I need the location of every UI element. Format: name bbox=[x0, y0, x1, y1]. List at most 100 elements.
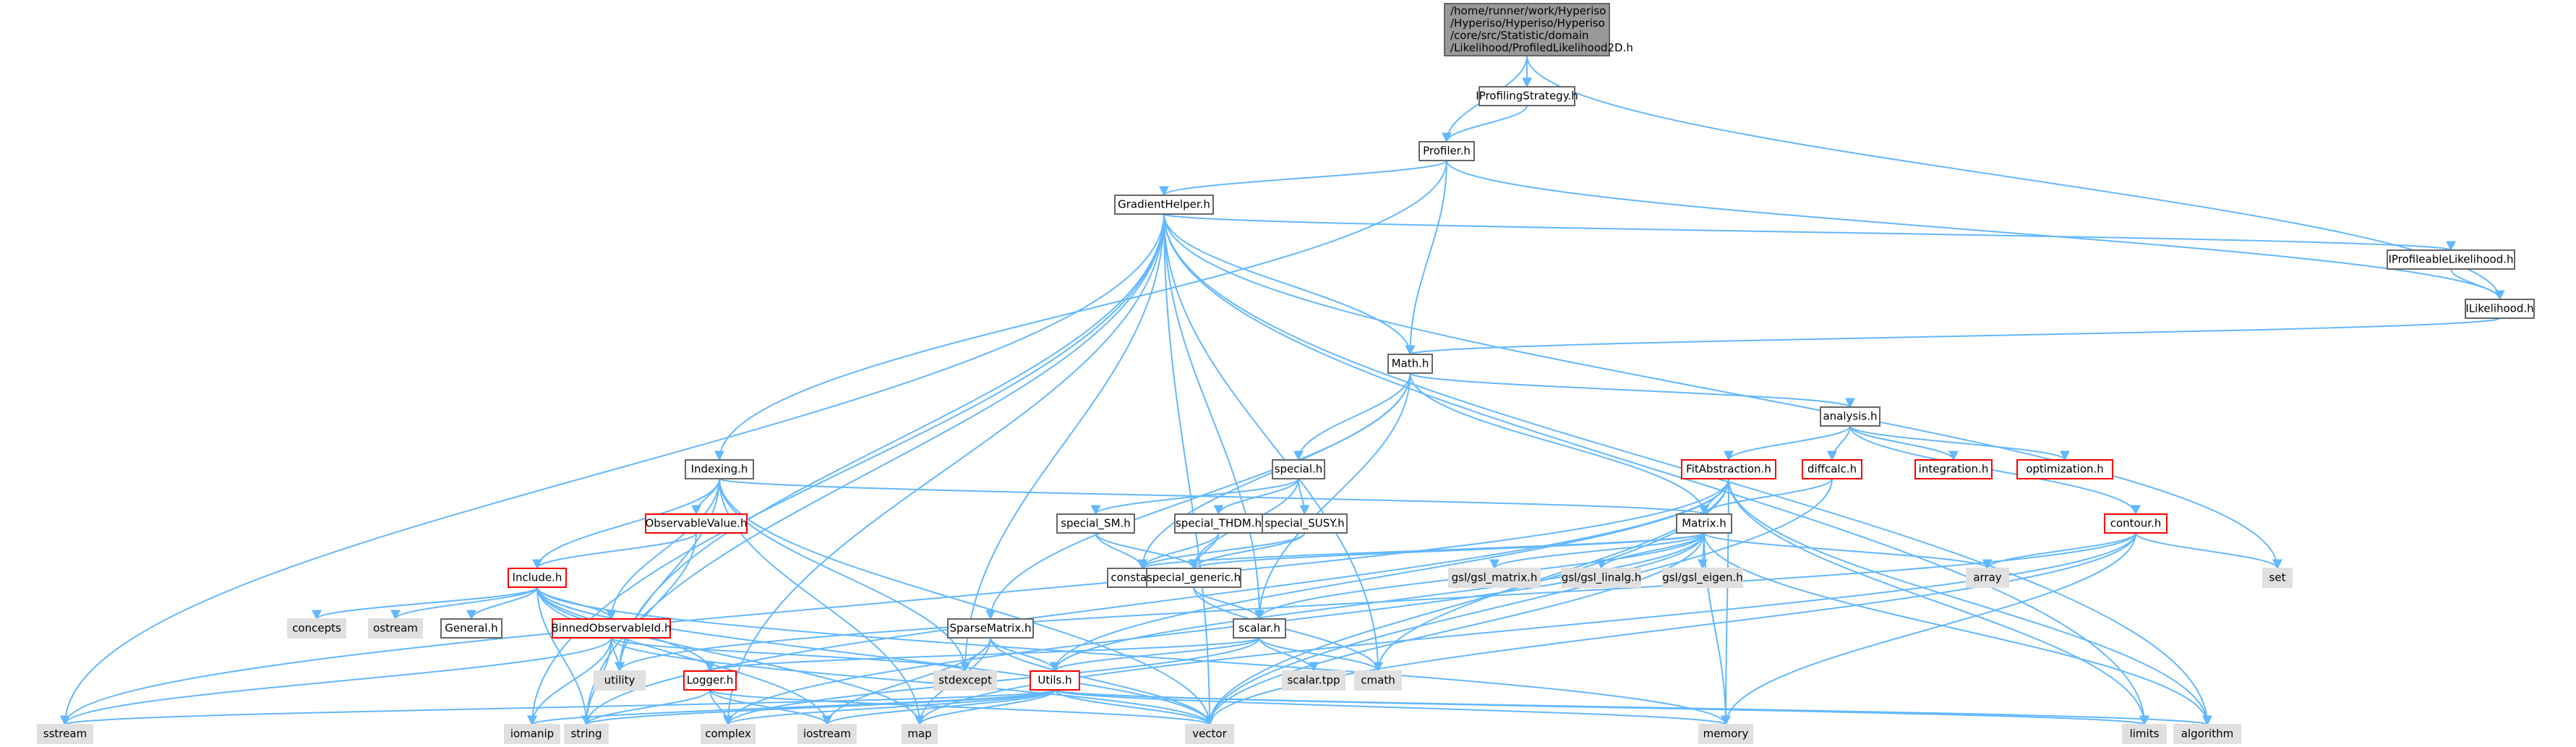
node-label-binned: BinnedObservableId.h bbox=[552, 622, 672, 635]
edge-fitabs-to-limits bbox=[1728, 478, 2149, 726]
node-label-profiler: Profiler.h bbox=[1423, 145, 1471, 158]
edge-binned-to-iomanip bbox=[527, 637, 612, 726]
node-box-sstream bbox=[37, 724, 93, 744]
node-special_thdm[interactable]: special_THDM.h bbox=[1174, 513, 1263, 534]
node-gradient[interactable]: GradientHelper.h bbox=[1114, 195, 1214, 215]
edge-special_susy-to-special_generic bbox=[1189, 532, 1306, 570]
node-box-iomanip bbox=[504, 724, 560, 744]
node-gsl_linalg: gsl/gsl_linalg.h bbox=[1562, 568, 1641, 588]
edge-contour-to-map bbox=[915, 532, 2136, 726]
edge-profiler-to-ilik bbox=[1446, 160, 2505, 301]
edge-profiler-to-math bbox=[1405, 160, 1447, 356]
node-box-set bbox=[2262, 568, 2293, 588]
node-box-special_susy bbox=[1262, 513, 1348, 534]
edge-analysis-to-optimization bbox=[1849, 425, 2070, 461]
node-label-analysis: analysis.h bbox=[1823, 410, 1877, 423]
node-box-general bbox=[440, 618, 502, 639]
node-math[interactable]: Math.h bbox=[1387, 354, 1433, 374]
node-box-map bbox=[902, 724, 938, 744]
node-box-matrix bbox=[1676, 513, 1732, 534]
node-ilik[interactable]: ILikelihood.h bbox=[2465, 299, 2535, 319]
node-root[interactable]: /home/runner/work/Hyperiso/Hyperiso/Hype… bbox=[1444, 3, 1633, 56]
edge-gradient-to-iomanip bbox=[527, 213, 1165, 726]
node-matrix[interactable]: Matrix.h bbox=[1676, 513, 1732, 534]
node-label-utility: utility bbox=[604, 674, 636, 687]
node-complex: complex bbox=[701, 724, 756, 744]
edge-analysis-to-diffcalc bbox=[1827, 425, 1851, 461]
node-logger[interactable]: Logger.h bbox=[683, 670, 737, 691]
node-box-include bbox=[508, 568, 567, 588]
node-label-utils: Utils.h bbox=[1037, 674, 1071, 687]
node-utils[interactable]: Utils.h bbox=[1030, 670, 1080, 691]
edge-diffcalc-to-vector bbox=[1204, 478, 1833, 726]
edge-math-to-analysis bbox=[1409, 372, 1855, 409]
node-vector: vector bbox=[1185, 724, 1234, 744]
node-label-root: /home/runner/work/Hyperiso bbox=[1450, 4, 1606, 17]
node-box-root bbox=[1444, 3, 1610, 56]
node-label-memory: memory bbox=[1703, 727, 1749, 740]
node-label-scalartpp: scalar.tpp bbox=[1287, 674, 1340, 687]
node-profiler[interactable]: Profiler.h bbox=[1418, 141, 1475, 161]
edge-special_susy-to-constants bbox=[1137, 532, 1306, 570]
edge-include-to-memory bbox=[536, 586, 1731, 726]
node-box-indexing bbox=[685, 459, 754, 479]
node-special[interactable]: special.h bbox=[1272, 459, 1325, 479]
edge-binned-to-sstream bbox=[60, 637, 612, 726]
node-box-gsl_matrix bbox=[1448, 568, 1541, 588]
edge-gradient-to-math bbox=[1163, 213, 1416, 356]
node-special_sm[interactable]: special_SM.h bbox=[1056, 513, 1135, 534]
node-box-string bbox=[564, 724, 609, 744]
node-box-ilik bbox=[2465, 299, 2535, 319]
edge-logger-to-complex bbox=[709, 689, 733, 726]
edge-scalar-to-scalartpp bbox=[1259, 637, 1319, 673]
node-label-gradient: GradientHelper.h bbox=[1118, 198, 1210, 211]
edge-iproflik-to-ilik bbox=[2450, 268, 2505, 301]
node-box-iostream bbox=[797, 724, 857, 744]
node-general[interactable]: General.h bbox=[440, 618, 502, 639]
edge-matrix-to-vector bbox=[1204, 532, 1705, 726]
node-contour[interactable]: contour.h bbox=[2104, 513, 2168, 534]
edge-utils-to-iostream bbox=[822, 689, 1056, 726]
node-fitabs[interactable]: FitAbstraction.h bbox=[1681, 459, 1776, 479]
node-box-binned bbox=[552, 618, 671, 639]
node-optimization[interactable]: optimization.h bbox=[2016, 459, 2113, 479]
node-utility: utility bbox=[594, 670, 646, 691]
node-iprofstrat[interactable]: IProfilingStrategy.h bbox=[1476, 86, 1578, 106]
edge-indexing-to-binned bbox=[606, 478, 720, 620]
edge-contour-to-array bbox=[1982, 532, 2136, 570]
node-box-gsl_linalg bbox=[1562, 568, 1641, 588]
node-binned[interactable]: BinnedObservableId.h bbox=[552, 618, 672, 639]
node-sparse[interactable]: SparseMatrix.h bbox=[947, 618, 1034, 639]
node-ostream: ostream bbox=[368, 618, 423, 639]
edge-matrix-to-algorithm bbox=[1703, 532, 2212, 726]
node-label-array: array bbox=[1973, 571, 2001, 584]
node-label-special_sm: special_SM.h bbox=[1061, 517, 1131, 531]
edge-binned-to-stdexcept bbox=[610, 637, 970, 673]
node-special_susy[interactable]: special_SUSY.h bbox=[1262, 513, 1348, 534]
node-analysis[interactable]: analysis.h bbox=[1820, 406, 1880, 427]
node-box-cmath bbox=[1354, 670, 1402, 691]
node-label-root: /core/src/Statistic/domain bbox=[1450, 29, 1589, 42]
node-indexing[interactable]: Indexing.h bbox=[685, 459, 754, 479]
node-obsval[interactable]: ObservableValue.h bbox=[645, 513, 748, 534]
edge-utils-to-string bbox=[581, 689, 1056, 726]
node-diffcalc[interactable]: diffcalc.h bbox=[1802, 459, 1862, 479]
edge-sparse-to-vector bbox=[990, 637, 1215, 726]
node-iproflik[interactable]: IProfileableLikelihood.h bbox=[2387, 249, 2515, 270]
node-include[interactable]: Include.h bbox=[508, 568, 567, 588]
edge-math-to-scalar bbox=[1254, 372, 1411, 620]
node-label-optimization: optimization.h bbox=[2026, 463, 2104, 476]
node-label-fitabs: FitAbstraction.h bbox=[1686, 463, 1771, 476]
node-special_generic[interactable]: special_generic.h bbox=[1146, 568, 1241, 588]
node-integration[interactable]: integration.h bbox=[1914, 459, 1993, 479]
node-scalar[interactable]: scalar.h bbox=[1233, 618, 1286, 639]
node-label-general: General.h bbox=[445, 622, 497, 635]
node-concepts: concepts bbox=[287, 618, 346, 639]
edge-gradient-to-vector bbox=[1163, 213, 1215, 726]
node-label-special: special.h bbox=[1275, 463, 1323, 476]
edge-math-to-matrix bbox=[1409, 372, 1709, 516]
edge-include-to-ostream bbox=[390, 586, 538, 620]
edge-gradient-to-scalar bbox=[1163, 213, 1265, 620]
edge-iprofstrat-to-profiler bbox=[1442, 105, 1528, 143]
edge-math-to-special bbox=[1293, 372, 1411, 461]
